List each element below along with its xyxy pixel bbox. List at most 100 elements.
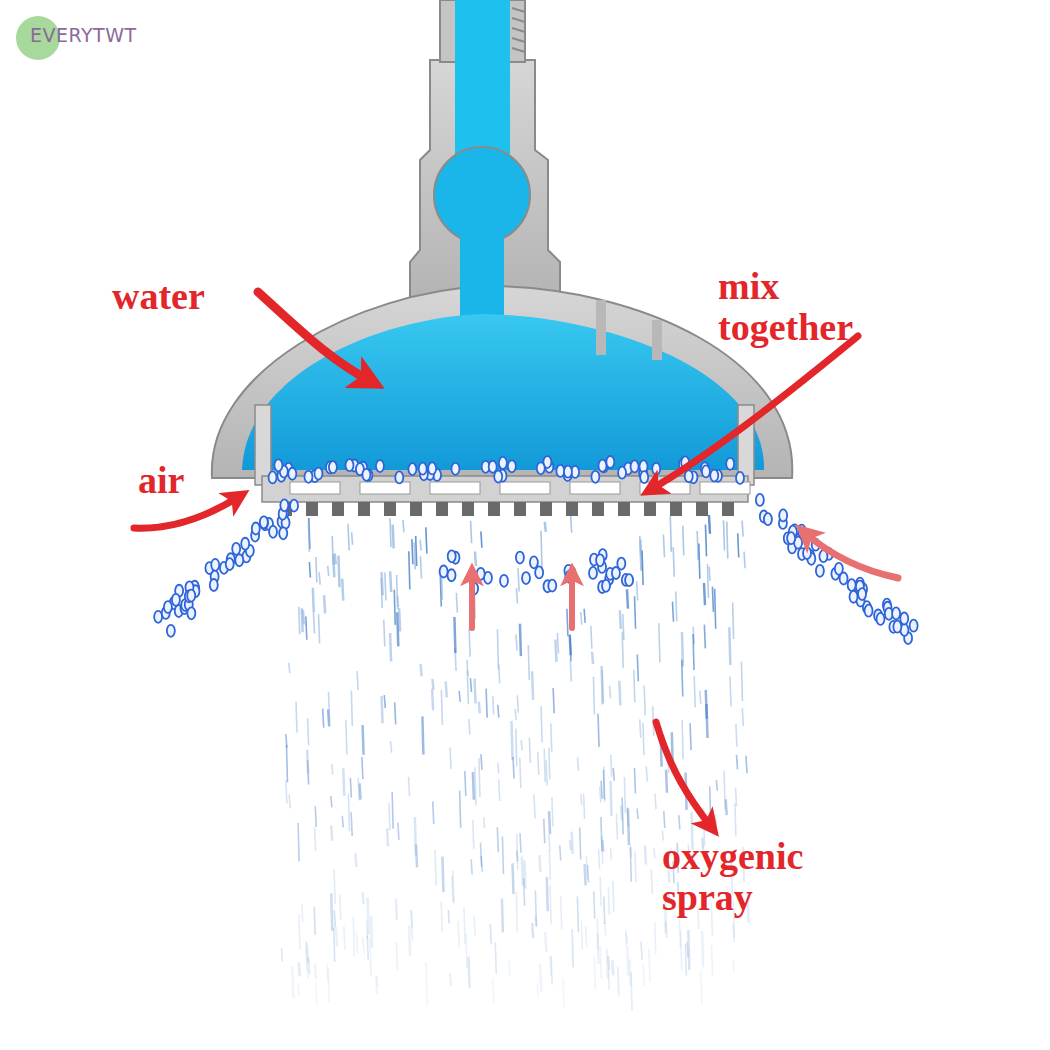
spray-streak <box>435 850 436 886</box>
spray-streak <box>516 892 517 931</box>
spray-streak <box>299 914 300 949</box>
air-bubble <box>329 461 337 473</box>
air-bubble <box>269 526 277 538</box>
spray-streak <box>289 663 290 673</box>
spray-streak <box>363 937 364 953</box>
spray-streak <box>509 960 510 976</box>
air-bubble <box>376 460 384 472</box>
spray-streak <box>323 709 324 728</box>
spray-streak <box>422 716 423 754</box>
spray-streak <box>570 659 571 682</box>
air-intake-arrow <box>469 572 475 628</box>
spray-streak <box>541 706 542 742</box>
spray-streak <box>426 527 427 553</box>
spray-streak <box>350 778 351 798</box>
spray-streak <box>351 812 352 836</box>
air-bubble <box>279 527 287 539</box>
spray-streak <box>486 689 487 718</box>
spray-streak <box>313 588 314 612</box>
spray-streak <box>306 616 307 639</box>
spray-streak <box>611 781 612 816</box>
spray-streak <box>328 566 329 576</box>
spray-streak <box>605 922 606 936</box>
air-bubble <box>210 579 218 591</box>
spray-streak <box>540 964 541 992</box>
spray-streak <box>741 662 742 702</box>
spray-streak <box>549 850 550 879</box>
spray-streak <box>549 748 550 780</box>
spray-streak <box>584 609 585 623</box>
air-bubble <box>640 471 648 483</box>
spray-streak <box>344 926 345 950</box>
spray-streak <box>319 614 320 643</box>
air-bubble <box>477 568 485 580</box>
spray-streak <box>395 702 396 724</box>
spray-streak <box>307 946 308 979</box>
spray-streak <box>453 871 454 904</box>
air-bubble <box>447 569 455 581</box>
spray-streak <box>736 788 737 807</box>
spray-streak <box>517 834 518 870</box>
plate-slot <box>570 482 620 494</box>
spray-streak <box>389 803 390 830</box>
spray-streak <box>498 763 499 774</box>
spray-streak <box>448 910 449 923</box>
spray-streak <box>683 526 684 556</box>
spray-streak <box>399 608 400 631</box>
plate-slot <box>290 482 340 494</box>
spray-streak <box>624 777 625 813</box>
air-bubble <box>530 556 538 568</box>
spray-streak <box>572 929 573 967</box>
air-bubble <box>736 472 744 484</box>
spray-streak <box>727 521 728 558</box>
spray-streak <box>471 859 472 874</box>
spray-streak <box>392 792 393 829</box>
spray-streak <box>495 942 496 974</box>
nozzle <box>592 502 604 516</box>
air-bubble <box>893 621 901 633</box>
air-bubble <box>187 607 195 619</box>
spray-streak <box>532 923 533 938</box>
spray-streak <box>716 780 717 791</box>
spray-streak <box>471 521 472 544</box>
air-bubble <box>448 550 456 562</box>
spray-streak <box>466 934 467 968</box>
spray-streak <box>334 910 335 927</box>
air-bubble <box>260 517 268 529</box>
air-bubble <box>710 470 718 482</box>
spray-streak <box>552 797 553 826</box>
spray-streak <box>393 525 394 549</box>
callout-arrow <box>258 292 372 382</box>
spray-streak <box>570 840 571 850</box>
air-bubble <box>288 468 296 480</box>
spray-streak <box>411 910 412 940</box>
spray-streak <box>493 696 494 714</box>
spray-streak <box>710 786 711 823</box>
air-bubble <box>172 594 180 606</box>
spray-streak <box>630 847 631 882</box>
plate-slot <box>430 482 480 494</box>
air-bubble <box>516 552 524 564</box>
spray-streak <box>544 749 545 782</box>
spray-streak <box>390 518 391 547</box>
spray-streak <box>324 595 325 613</box>
spray-streak <box>299 962 300 976</box>
spray-streak <box>511 721 512 760</box>
spray-streak <box>460 791 461 828</box>
spray-streak <box>475 552 476 567</box>
air-bubble <box>779 509 787 521</box>
air-bubble <box>252 522 260 534</box>
spray-streak <box>604 897 605 924</box>
spray-streak <box>328 968 329 1002</box>
spray-streak <box>352 532 353 544</box>
spray-streak <box>289 794 290 808</box>
spray-streak <box>601 817 602 851</box>
spray-streak <box>343 768 344 795</box>
spray-streak <box>493 978 494 1005</box>
spray-streak <box>666 922 667 938</box>
air-bubble <box>269 471 277 483</box>
spray-streak <box>546 760 547 785</box>
spray-streak <box>676 592 677 622</box>
spray-streak <box>473 772 474 800</box>
spray-streak <box>673 547 674 577</box>
